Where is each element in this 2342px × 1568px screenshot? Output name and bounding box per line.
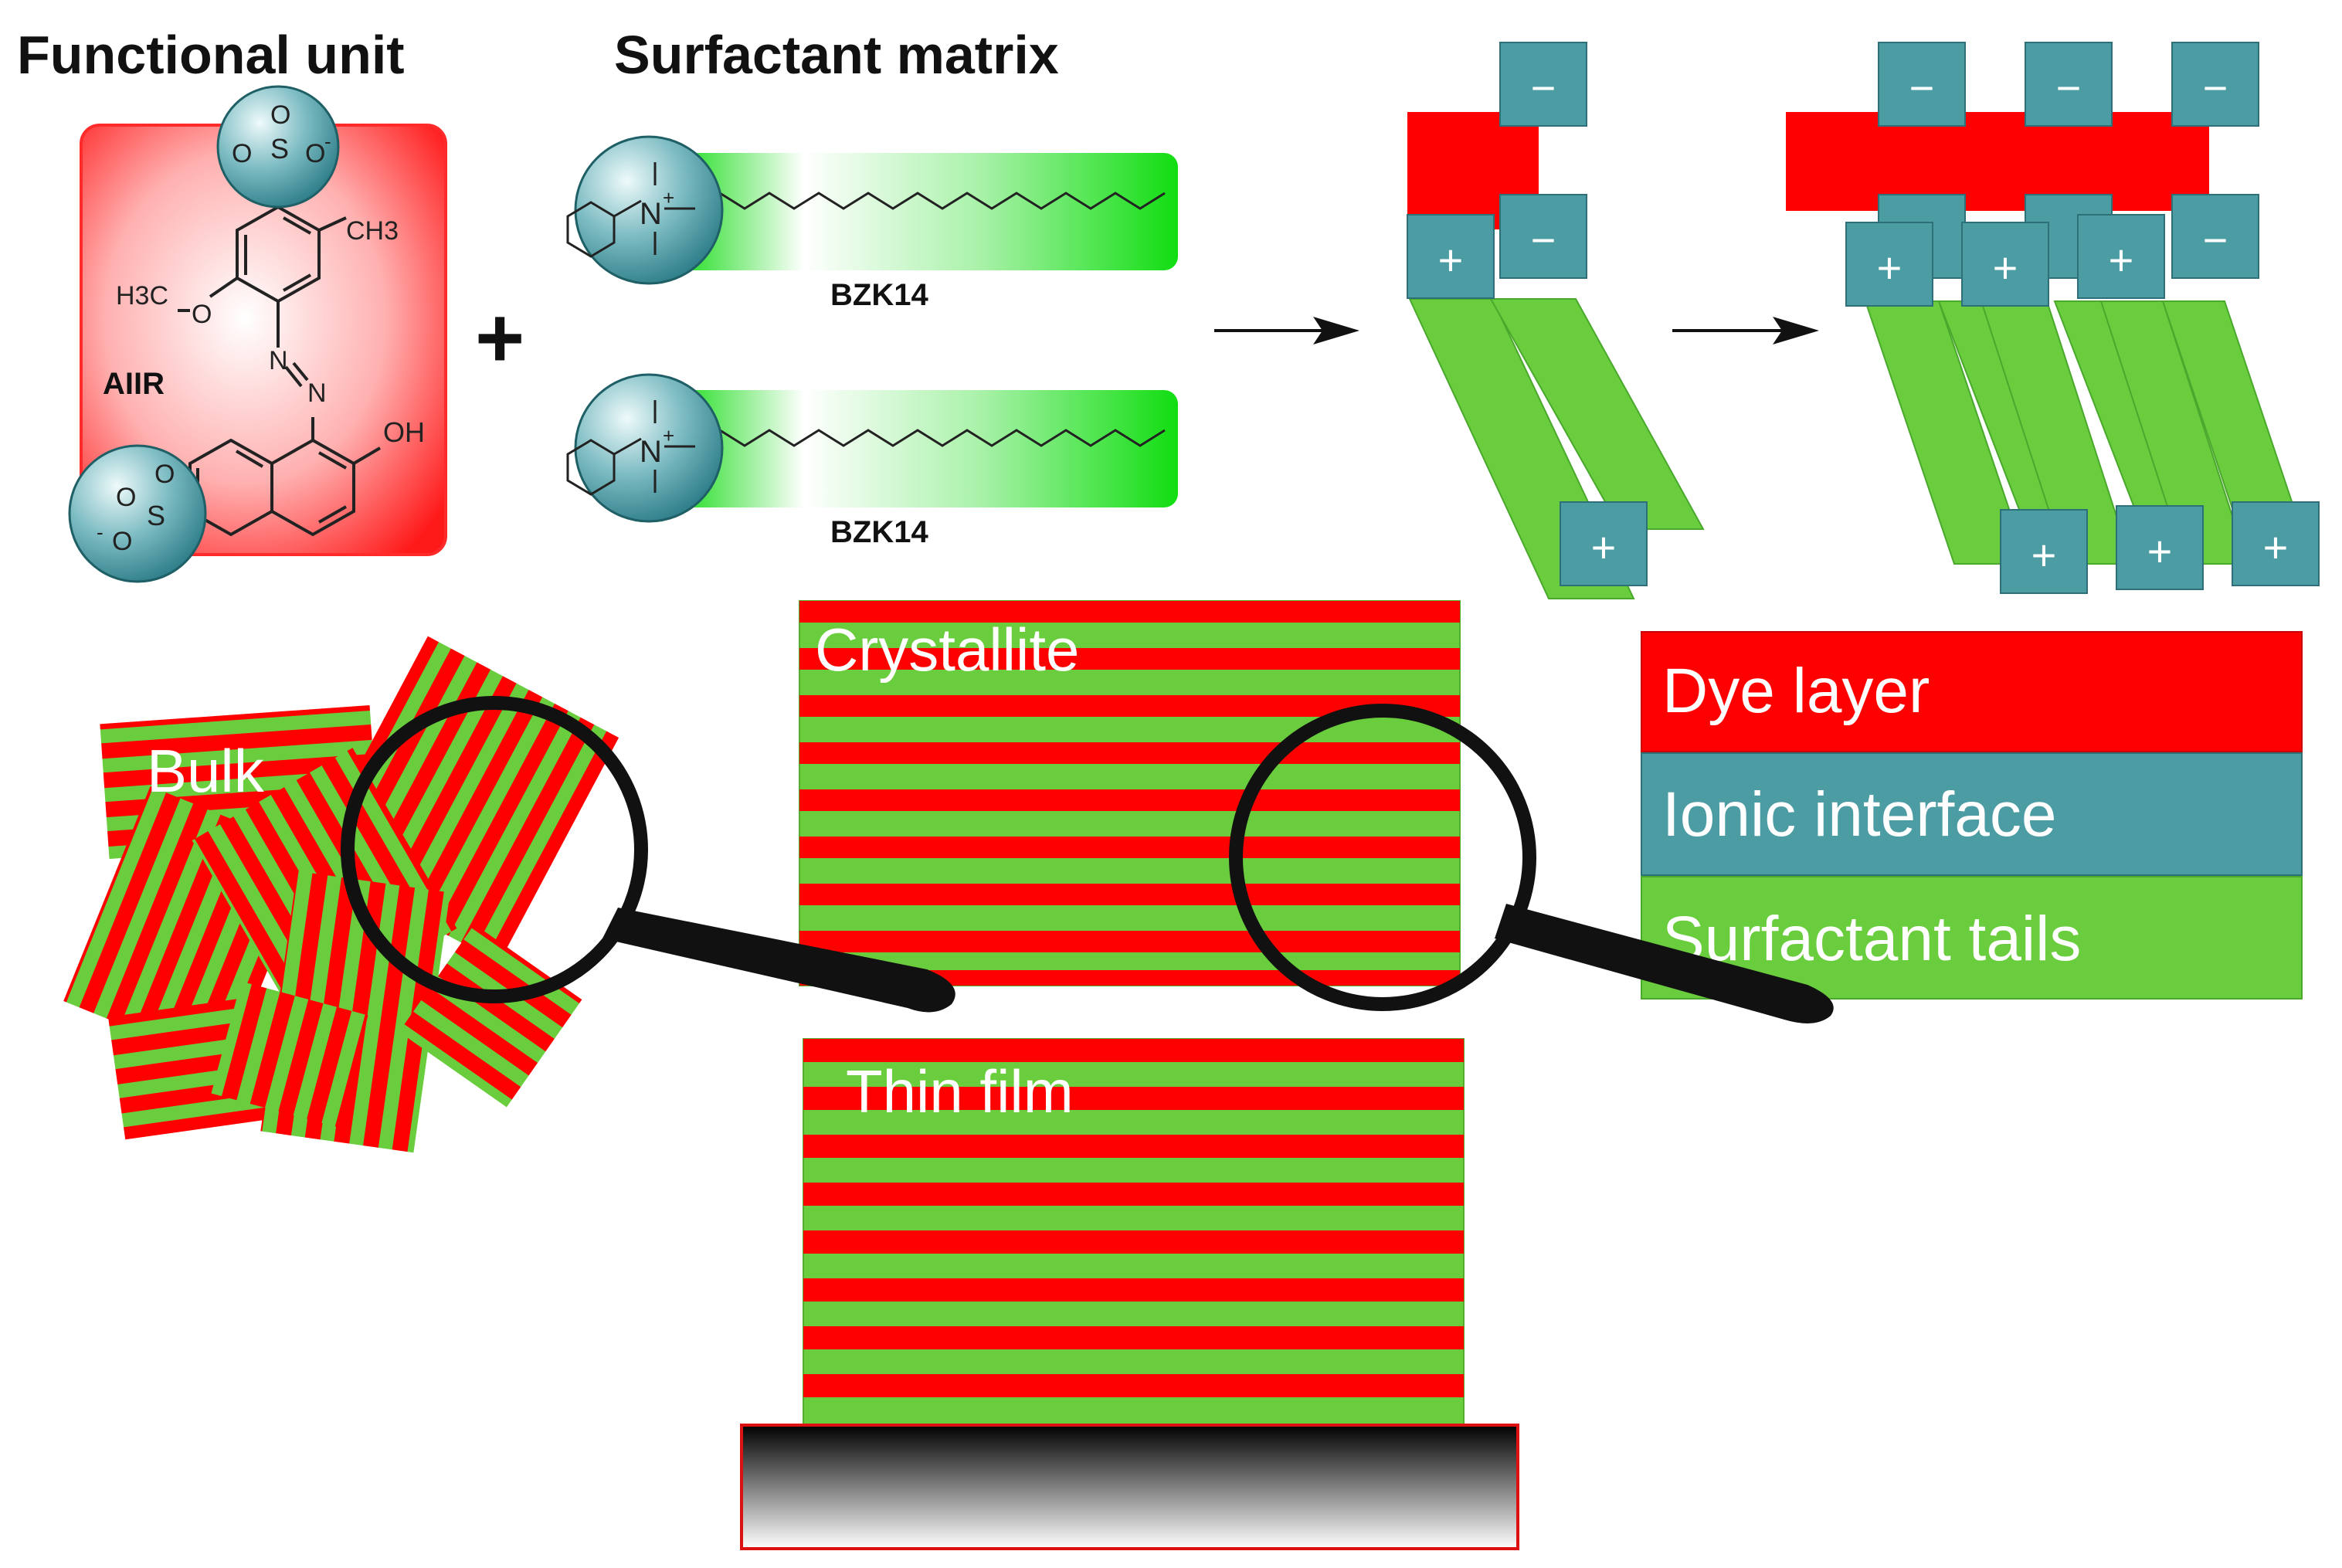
- arrow-2: [1672, 317, 1819, 344]
- sulfonate-top-O1: O: [270, 100, 290, 130]
- magnifier-2: [1229, 704, 1834, 1023]
- layer-plus-5: +: [2147, 527, 2173, 575]
- surfactant-1: N + BZK14: [566, 135, 1178, 312]
- functional-unit-heading: Functional unit: [17, 25, 405, 85]
- sulfonate-bottom-S: S: [147, 500, 165, 531]
- layer-minus-1: −: [1909, 63, 1935, 112]
- methyl-label: CH3: [346, 216, 399, 246]
- layer-plus-6: +: [2263, 523, 2289, 572]
- sulfonate-bottom-O2: O: [154, 460, 175, 489]
- surfactant-2: N + BZK14: [566, 373, 1178, 549]
- schematic-minus-1: −: [1531, 63, 1556, 112]
- layer-plus-1: +: [1877, 243, 1902, 292]
- layer-minus-3: −: [2203, 63, 2228, 112]
- crystallite-panel: Crystallite: [799, 600, 1461, 986]
- legend-swatch-dye: [1641, 631, 2303, 752]
- azo-N1: N: [269, 346, 288, 375]
- dye-name: AIIR: [103, 367, 165, 401]
- schematic-plus-1: +: [1438, 236, 1464, 284]
- surfactant-2-nitrogen: N: [640, 435, 662, 469]
- legend: Dye layer Ionic interface Surfactant tai…: [1641, 631, 2303, 1000]
- legend-label-dye: Dye layer: [1662, 656, 1930, 726]
- surfactant-1-charge: +: [663, 186, 674, 209]
- crystallite-label: Crystallite: [815, 616, 1079, 684]
- layer-minus-4: −: [2203, 216, 2228, 264]
- surfactant-1-name: BZK14: [830, 278, 928, 312]
- dye-molecule: S O O O - CH3 H3C O N N OH AIIR S O O O …: [68, 85, 447, 583]
- layer-plus-3: +: [2109, 236, 2134, 284]
- bulk-label: Bulk: [147, 737, 265, 805]
- thin-film-panel: Thin film: [740, 1038, 1519, 1550]
- legend-label-ionic: Ionic interface: [1662, 779, 2057, 850]
- sulfonate-bottom-O1: O: [116, 483, 136, 512]
- layer-minus-2: −: [2056, 63, 2082, 112]
- thin-film-label: Thin film: [846, 1057, 1074, 1125]
- sulfonate-bottom-O-minus: O: [112, 527, 132, 556]
- surfactant-1-nitrogen: N: [640, 197, 662, 231]
- sulfonate-top-S: S: [270, 133, 289, 165]
- surfactant-2-charge: +: [663, 424, 674, 447]
- sulfonate-top-O2: O: [232, 139, 252, 168]
- arrow-1: [1214, 317, 1359, 344]
- layer-plus-2: +: [1993, 243, 2018, 292]
- magnifier-1: [341, 696, 955, 1013]
- substrate: [740, 1424, 1519, 1550]
- surfactant-2-name: BZK14: [830, 515, 928, 549]
- legend-label-tails: Surfactant tails: [1662, 904, 2081, 974]
- sulfonate-top-O-minus: O: [305, 139, 325, 168]
- sulfonate-top-charge: -: [324, 130, 331, 153]
- ion-pair-schematic: − − + +: [1407, 42, 1705, 599]
- layer-plus-4: +: [2031, 531, 2057, 579]
- methoxy-label: H3C: [116, 281, 168, 311]
- surfactant-matrix-heading: Surfactant matrix: [614, 25, 1059, 85]
- methoxy-O: O: [192, 300, 212, 329]
- sulfonate-bottom-charge: -: [97, 521, 104, 544]
- legend-swatch-ionic: [1641, 752, 2303, 876]
- schematic-plus-2: +: [1591, 523, 1617, 572]
- azo-N2: N: [307, 378, 327, 408]
- layered-schematic: − − − − + + + + + +: [1786, 42, 2320, 594]
- schematic-minus-2: −: [1531, 216, 1556, 264]
- hydroxyl-label: OH: [383, 416, 425, 448]
- plus-sign: +: [475, 290, 524, 385]
